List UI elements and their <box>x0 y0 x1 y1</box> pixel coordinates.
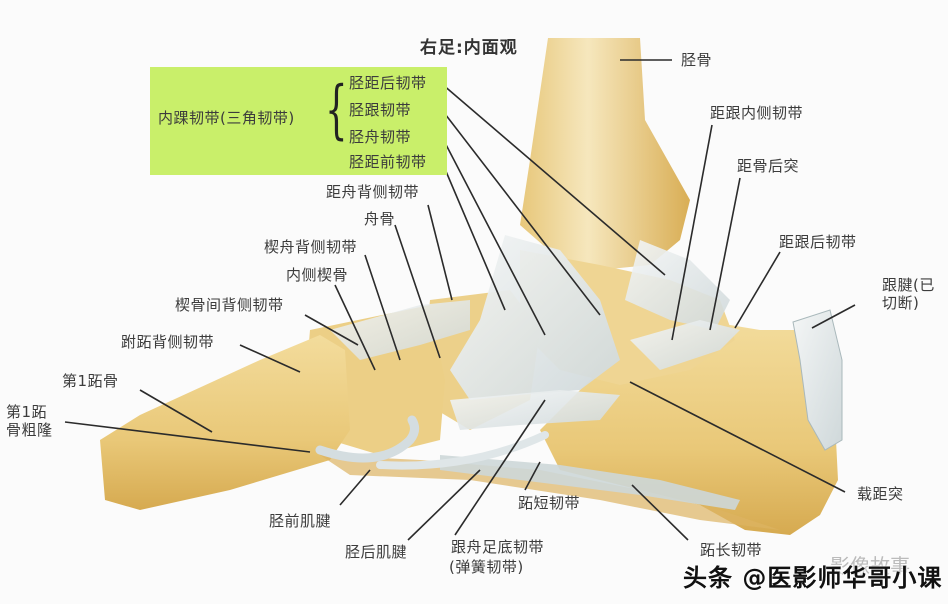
sole-shape <box>320 455 780 530</box>
figure-title: 右足:内面观 <box>420 38 518 58</box>
label-navicular: 舟骨 <box>364 210 396 228</box>
label-dorsal-intercuneiform-ligament: 楔骨间背侧韧带 <box>175 296 284 314</box>
label-tibialis-anterior-tendon: 胫前肌腱 <box>269 512 332 530</box>
label-tibionavicular: 胫舟韧带 <box>349 128 412 146</box>
label-short-plantar-ligament: 跖短韧带 <box>518 494 581 512</box>
brace-icon: { <box>325 73 348 147</box>
watermark-faint: 影像故事 <box>830 554 910 578</box>
label-first-metatarsal: 第1跖骨 <box>62 372 119 390</box>
label-tibiocalcaneal: 胫跟韧带 <box>349 101 412 119</box>
label-medial-cuneiform: 内侧楔骨 <box>286 266 349 284</box>
tibia-shape <box>520 38 690 270</box>
label-plantar-calcaneonavicular-ligament: 跟舟足底韧带 <box>451 538 545 556</box>
long-plantar-ligament-shape <box>440 455 740 510</box>
label-dorsal-tarsometatarsal-ligament: 跗跖背侧韧带 <box>121 333 215 351</box>
label-posterior-talocalcaneal-ligament: 距跟后韧带 <box>779 233 857 251</box>
watermark: 头条 @医影师华哥小课 <box>683 564 943 592</box>
label-long-plantar-ligament: 跖长韧带 <box>700 541 763 559</box>
medial-talocalcaneal-shape <box>630 320 740 370</box>
label-achilles-tendon: 跟腱(已切断) <box>882 276 935 312</box>
leader-lines <box>64 59 856 541</box>
tibialis-posterior-tendon-shape <box>376 431 549 470</box>
tibialis-anterior-tendon-shape <box>315 415 420 463</box>
label-dorsal-cuneonavicular-ligament: 楔舟背侧韧带 <box>264 238 358 256</box>
label-anterior-tibiotalar: 胫距前韧带 <box>349 153 427 171</box>
plantar-ligament-shape <box>450 390 620 430</box>
deltoid-ligament-group-label: 内踝韧带(三角韧带) <box>158 109 295 127</box>
label-posterior-talar-process: 距骨后突 <box>737 157 800 175</box>
deltoid-ligament-group-box <box>150 67 447 175</box>
achilles-tendon-shape <box>792 309 843 451</box>
label-medial-talocalcaneal-ligament: 距跟内侧韧带 <box>710 104 804 122</box>
first-metatarsal-shape <box>100 335 350 510</box>
label-sustentaculum-tali: 载距突 <box>857 485 904 503</box>
label-first-metatarsal-tuberosity: 第1跖骨粗隆 <box>6 403 53 439</box>
label-spring-ligament: (弹簧韧带) <box>449 558 524 576</box>
label-tibia: 胫骨 <box>681 51 713 69</box>
label-tibialis-posterior-tendon: 胫后肌腱 <box>345 543 408 561</box>
label-posterior-tibiotalar: 胫距后韧带 <box>349 74 427 92</box>
label-dorsal-talonavicular-ligament: 距舟背侧韧带 <box>326 183 420 201</box>
dorsal-ligament-shape <box>330 300 470 360</box>
